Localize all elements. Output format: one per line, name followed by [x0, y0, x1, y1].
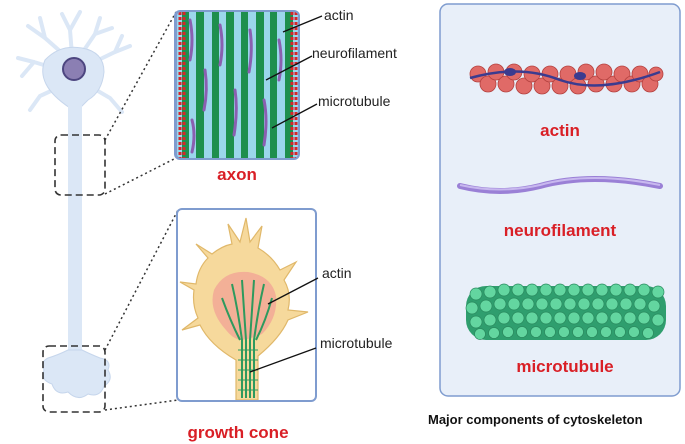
microtubule-illustration	[465, 283, 666, 340]
growth-cone-callout-microtubule: microtubule	[320, 335, 393, 351]
growth-cone-panel	[176, 208, 317, 402]
growth-cone-callout-lines	[249, 277, 319, 373]
axon-callout-lines	[265, 15, 323, 129]
neurofilament-highlight	[459, 177, 661, 191]
component-label-neurofilament: neurofilament	[504, 221, 617, 240]
growth-cone-microtubule-bundle	[238, 349, 258, 391]
growth-cone-zoom-box	[42, 345, 106, 413]
axon-callout-actin: actin	[324, 7, 354, 23]
axon-callout-microtubule: microtubule	[318, 93, 391, 109]
axon-caption: axon	[217, 165, 257, 184]
components-panel: actin neurofilament	[439, 3, 681, 397]
components-caption: Major components of cytoskeleton	[428, 412, 643, 427]
growth-cone-caption: growth cone	[187, 423, 288, 442]
axon-panel	[174, 10, 300, 160]
axon-microtubules	[182, 12, 293, 158]
actin-filament-illustration	[469, 63, 664, 95]
growth-cone-microtubules	[221, 279, 273, 398]
axon-zoom-box	[54, 134, 106, 196]
growth-cone-callout-actin: actin	[322, 265, 352, 281]
axon-neurofilaments	[188, 18, 283, 154]
component-label-microtubule: microtubule	[516, 357, 613, 376]
neuron	[16, 10, 132, 398]
nucleus	[62, 57, 86, 81]
axon-callout-neurofilament: neurofilament	[312, 45, 397, 61]
zoom-lines	[104, 11, 179, 411]
component-label-actin: actin	[540, 121, 580, 140]
